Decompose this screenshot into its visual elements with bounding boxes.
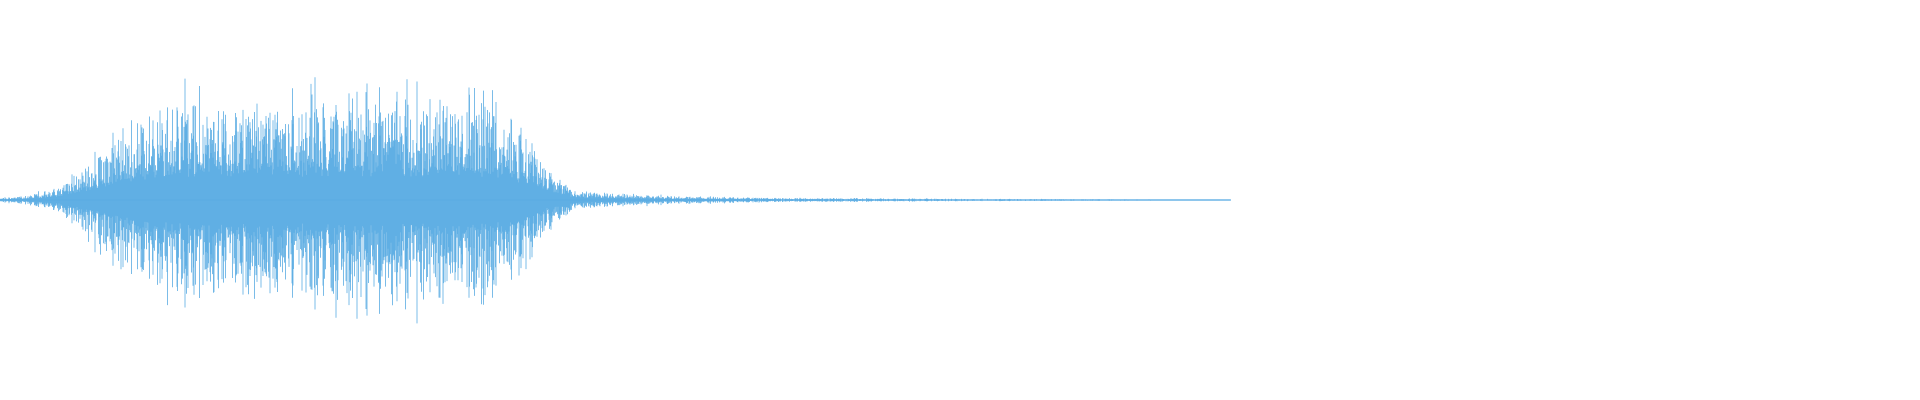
waveform-bars [0, 77, 1231, 324]
